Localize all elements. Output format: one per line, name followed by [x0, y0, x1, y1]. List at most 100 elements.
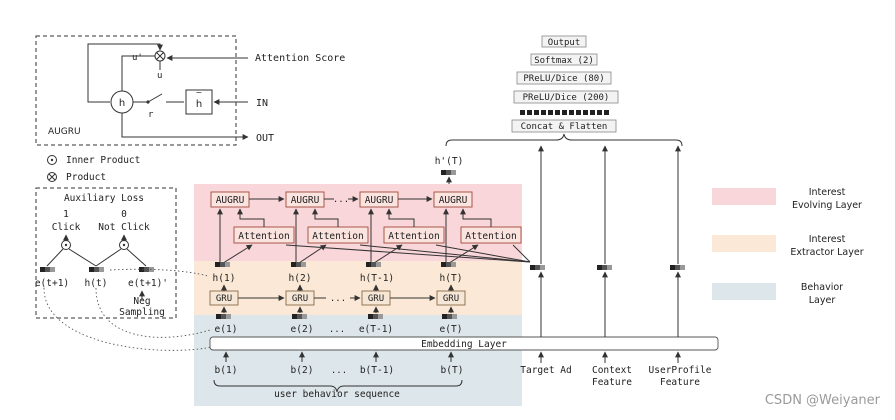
augru-row: AUGRU AUGRU AUGRU AUGRU ...: [210, 191, 473, 208]
output-stack: Output Softmax (2) PReLU/Dice (80) PReLU…: [445, 35, 683, 147]
gru-unit-1-label: GRU: [216, 294, 232, 304]
softmax-box: [530, 53, 598, 66]
behavior-band: [194, 315, 522, 406]
emb-e-t1: [40, 267, 55, 272]
context-label-2: Feature: [592, 377, 632, 388]
h2-label: h(2): [289, 273, 312, 284]
aux-one: 1: [63, 209, 69, 220]
eT-label: e(T): [440, 324, 463, 335]
inner-product-text: Inner Product: [66, 155, 140, 166]
auxiliary-loss: Auxiliary Loss 1 Click 0 Not Click e(t+1…: [35, 187, 177, 319]
gru-unit-3-label: GRU: [368, 294, 384, 304]
prelu80-label: PReLU/Dice (80): [523, 74, 604, 84]
gru-unit-2-label: GRU: [292, 294, 308, 304]
svg-text:~: ~: [196, 88, 203, 97]
aux-sampling: Sampling: [119, 307, 165, 318]
gru-unit-4-label: GRU: [443, 294, 459, 304]
bT1-label: b(T-1): [360, 365, 394, 376]
h1-label: h(1): [213, 273, 236, 284]
auxiliary-loss-frame: [35, 187, 177, 319]
attention-score-label: Attention Score: [255, 53, 345, 64]
output-box: [541, 35, 587, 48]
h-node-label: h: [119, 98, 125, 109]
h-tilde-label: h: [196, 99, 202, 110]
target-ad-column: Target Ad: [520, 145, 572, 376]
embedding-label: Embedding Layer: [421, 339, 507, 350]
product-text: Product: [66, 172, 106, 183]
aux-e-t1: e(t+1): [35, 278, 69, 289]
gru-row: GRU GRU GRU GRU ...: [209, 284, 466, 306]
embedding-layer: [209, 336, 719, 351]
h-vectors: [215, 262, 456, 267]
attention-unit-3-label: Attention: [388, 231, 439, 242]
concat-label: Concat & Flatten: [521, 122, 608, 132]
augru-unit-1-label: AUGRU: [216, 195, 245, 206]
gru-ellipsis: ...: [330, 294, 346, 304]
watermark: CSDN @Weiyaner: [765, 393, 881, 408]
aux-h-t: h(t): [85, 278, 108, 289]
profile-label-1: UserProfile: [649, 365, 712, 376]
augru-detail: AUGRU h u' u Attention Score r ~ h IN OU…: [35, 35, 345, 146]
u-label: u: [157, 71, 162, 81]
legend-evolving-2: Evolving Layer: [792, 200, 862, 211]
aux-not-click: Not Click: [98, 222, 150, 233]
legend-behavior-1: Behavior: [801, 282, 843, 293]
out-label: OUT: [256, 133, 274, 144]
h-prime-T-label: h'(T): [435, 156, 464, 167]
aux-title: Auxiliary Loss: [64, 193, 144, 204]
h-tilde-box: [185, 89, 213, 115]
aux-zero: 0: [121, 209, 127, 220]
u-prime-label: u': [132, 53, 143, 63]
augru-ellipsis: ...: [333, 195, 349, 205]
profile-column: UserProfile Feature: [649, 145, 712, 388]
bT-label: b(T): [441, 365, 464, 376]
augru-unit-3-label: AUGRU: [365, 195, 394, 206]
symbol-legend: Inner Product Product: [47, 155, 140, 183]
legend-swatch-extractor: [712, 235, 776, 252]
hT1-label: h(T-1): [360, 273, 394, 284]
legend-swatch-behavior: [712, 283, 776, 300]
attention-unit-4-label: Attention: [465, 231, 516, 242]
concat-vector: [520, 110, 609, 115]
context-column: Context Feature: [592, 145, 632, 388]
b1-label: b(1): [215, 365, 238, 376]
attention-unit-2-label: Attention: [312, 231, 363, 242]
prelu200-label: PReLU/Dice (200): [523, 93, 610, 103]
legend-extractor-1: Interest: [809, 234, 846, 245]
augru-detail-label: AUGRU: [48, 127, 81, 137]
sequence-label: user behavior sequence: [274, 389, 400, 400]
augru-unit-4: [433, 191, 473, 208]
attention-unit-1-label: Attention: [238, 231, 289, 242]
concat-box: [511, 119, 617, 133]
b-ellipsis: ...: [331, 366, 347, 376]
legend-evolving-1: Interest: [809, 187, 846, 198]
target-ad-label: Target Ad: [520, 365, 571, 376]
hT-label: h(T): [440, 273, 463, 284]
prelu80-box: [516, 71, 612, 85]
interest-extractor-band: [194, 261, 522, 315]
aux-e-t1-prime: e(t+1)': [128, 278, 168, 289]
legend-extractor-2: Extractor Layer: [790, 247, 863, 258]
legend-swatch-evolving: [712, 188, 776, 205]
eT1-label: e(T-1): [359, 324, 393, 335]
augru-detail-frame: [35, 35, 237, 146]
legend-behavior-2: Layer: [809, 295, 836, 306]
output-label: Output: [548, 38, 581, 48]
attention-row: Attention Attention Attention Attention: [233, 208, 531, 263]
emb-h-t: [89, 267, 104, 272]
context-label-1: Context: [592, 365, 632, 376]
b2-label: b(2): [291, 365, 314, 376]
prelu200-box: [513, 90, 619, 104]
augru-unit-4-label: AUGRU: [439, 195, 468, 206]
h-prime-T-vector: [441, 170, 456, 175]
augru-unit-2-label: AUGRU: [291, 195, 320, 206]
softmax-label: Softmax (2): [534, 56, 594, 66]
layer-legend: Interest Evolving Layer Interest Extract…: [712, 187, 864, 306]
e1-label: e(1): [215, 324, 238, 335]
r-label: r: [148, 110, 154, 120]
in-label: IN: [256, 98, 268, 109]
e-ellipsis: ...: [329, 325, 345, 335]
e2-label: e(2): [291, 324, 314, 335]
aux-neg: Neg: [133, 296, 150, 307]
